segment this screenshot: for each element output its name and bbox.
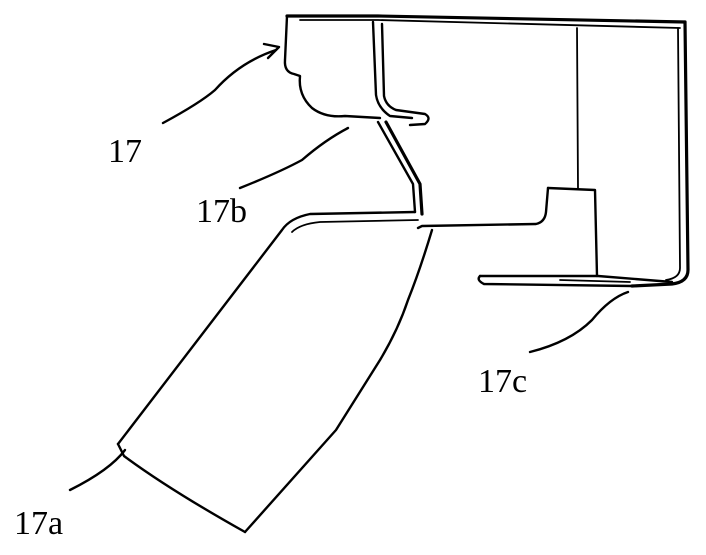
arrowhead-17 (262, 42, 281, 60)
strut-outer (376, 120, 417, 214)
flange-right-edge (243, 228, 434, 534)
leader-lines (68, 42, 630, 492)
ledge-top (478, 274, 674, 284)
label-17: 17 (108, 133, 142, 170)
inner-fold-left-b (380, 22, 430, 127)
reference-labels: 17 17b 17c 17a (14, 133, 527, 542)
flange-bottom-edge (116, 442, 247, 534)
label-17b: 17b (196, 193, 247, 230)
leader-17 (161, 48, 278, 125)
strut-inner (384, 120, 424, 216)
housing-right-inner-edge (665, 27, 681, 281)
inner-divider (576, 27, 579, 189)
ledge-inner (559, 279, 631, 283)
flange-17a (116, 210, 434, 534)
flange-left-edge (116, 210, 417, 446)
ledge-bottom (477, 274, 634, 288)
step-block-bottom (416, 186, 550, 230)
step-block-outer (546, 186, 599, 278)
inner-fold-left (371, 20, 414, 120)
housing-body (283, 14, 690, 288)
label-17c: 17c (478, 363, 527, 400)
flange-top-inner (291, 219, 419, 233)
housing-right-edge (630, 20, 690, 288)
housing-top-edge (285, 14, 687, 24)
label-17a: 17a (14, 505, 63, 542)
leader-17b (238, 126, 350, 190)
housing-top-inner-edge (299, 19, 681, 29)
leader-17c (528, 290, 630, 354)
housing-left-profile (283, 14, 382, 120)
leader-17a (68, 448, 127, 492)
